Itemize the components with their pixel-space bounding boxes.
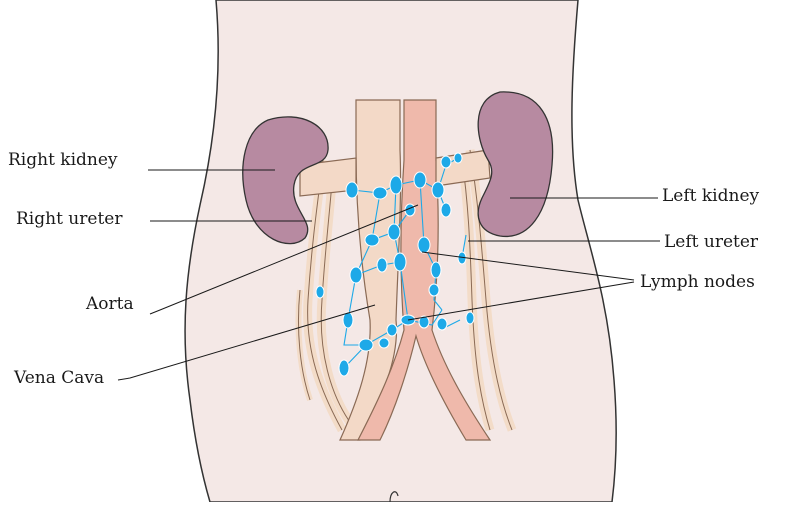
lymph-node	[437, 318, 447, 330]
label-aorta: Aorta	[86, 294, 134, 314]
lymph-node	[441, 203, 451, 217]
lymph-node	[377, 258, 387, 272]
lymph-node	[359, 339, 373, 351]
label-vena-cava: Vena Cava	[14, 368, 104, 388]
lymph-node	[387, 324, 397, 336]
lymph-node	[431, 262, 441, 278]
lymph-node	[346, 182, 358, 198]
lymph-node	[414, 172, 426, 188]
lymph-node	[316, 286, 324, 298]
lymph-node	[365, 234, 379, 246]
lymph-node	[390, 176, 402, 194]
label-left-ureter: Left ureter	[664, 232, 758, 252]
lymph-node	[429, 284, 439, 296]
lymph-node	[379, 338, 389, 348]
lymph-node	[394, 253, 406, 271]
label-right-kidney: Right kidney	[8, 150, 118, 170]
lymph-node	[388, 224, 400, 240]
lymph-node	[350, 267, 362, 283]
lymph-node	[373, 187, 387, 199]
label-left-kidney: Left kidney	[662, 186, 759, 206]
label-right-ureter: Right ureter	[16, 209, 122, 229]
lymph-node	[466, 312, 474, 324]
lymph-node	[339, 360, 349, 376]
label-lymph-nodes: Lymph nodes	[640, 272, 755, 292]
lymph-node	[432, 182, 444, 198]
lymph-node	[454, 153, 462, 163]
lymph-node	[418, 237, 430, 253]
lymph-node	[441, 156, 451, 168]
